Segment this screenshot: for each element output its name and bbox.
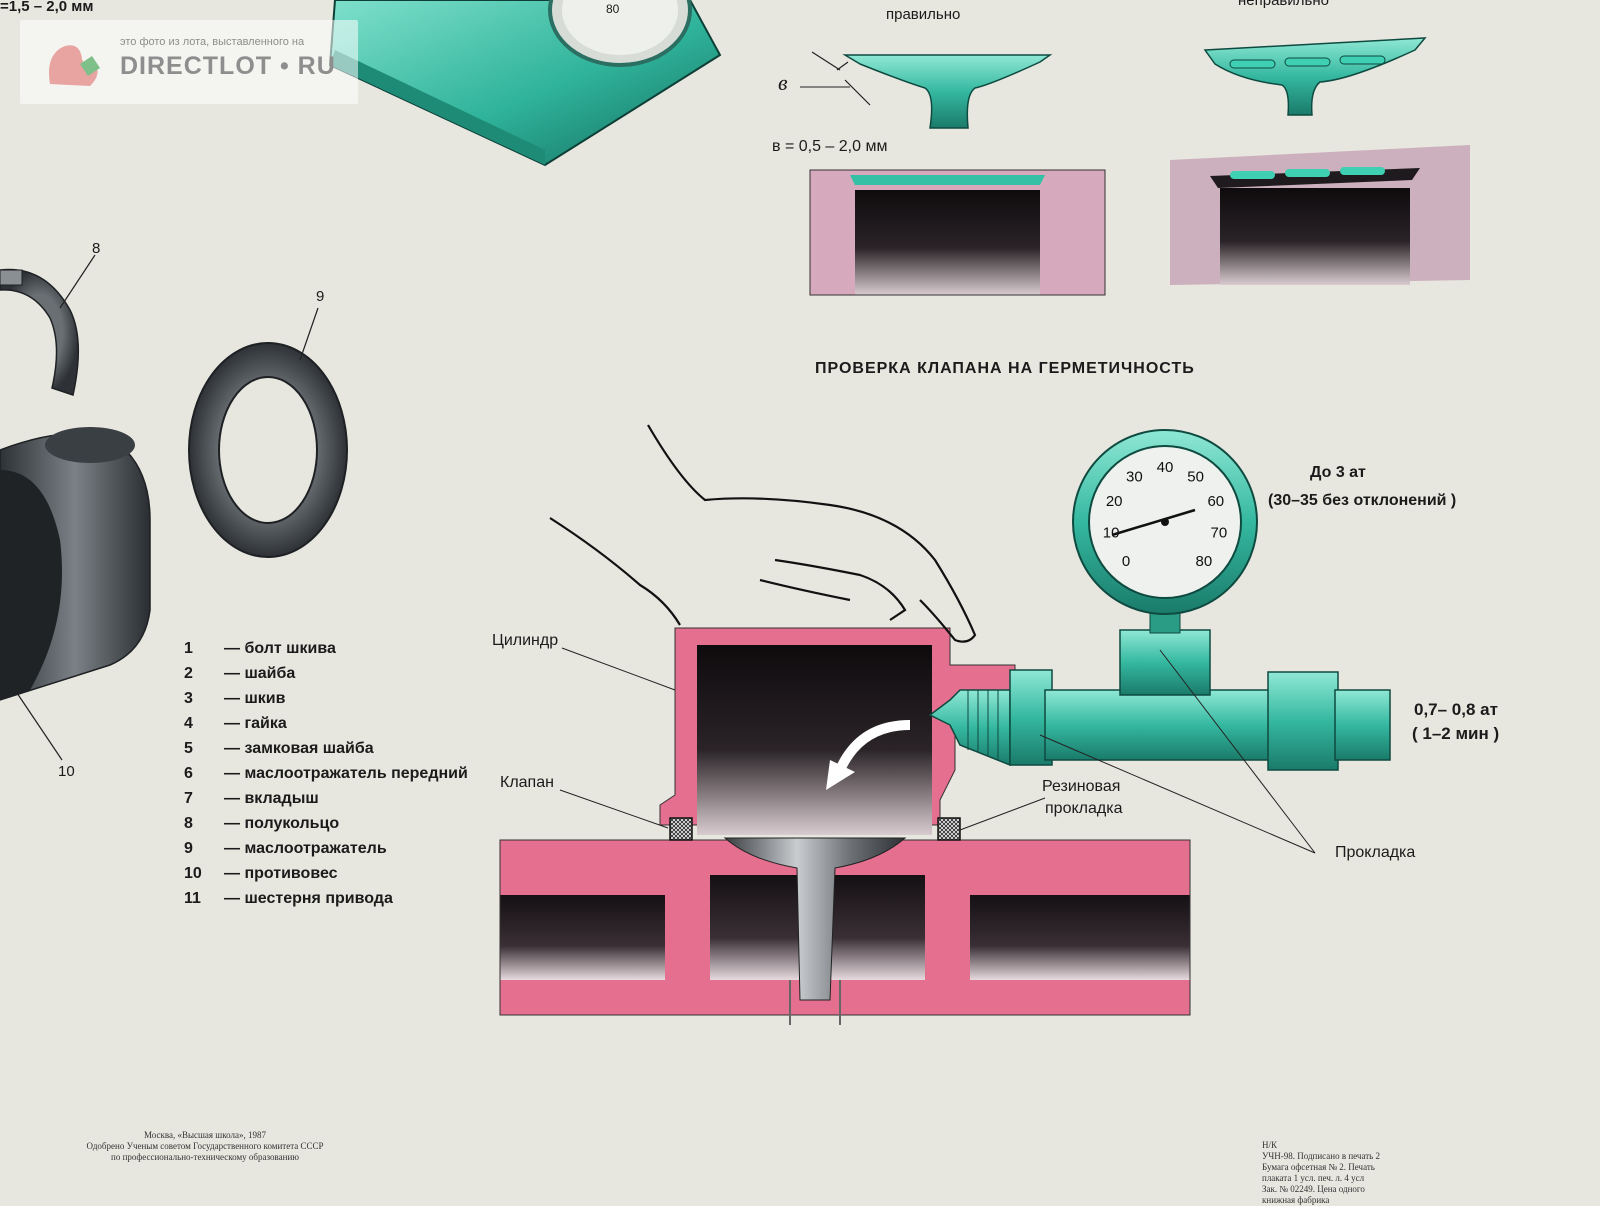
watermark: это фото из лота, выставленного на DIREC… <box>20 20 358 104</box>
callout-10: 10 <box>58 763 75 780</box>
gauge-dial-mark: 20 <box>1106 493 1123 510</box>
parts-legend: 1— болт шкива 2— шайба 3— шкив 4— гайка … <box>184 640 468 915</box>
correct-label: правильно <box>886 6 961 23</box>
half-ring-8-illustration <box>0 254 96 396</box>
legend-item: 11— шестерня привода <box>184 890 393 907</box>
legend-item: 1— болт шкива <box>184 640 336 657</box>
valve-seat-correct-illustration <box>809 169 1106 296</box>
legend-item: 9— маслоотражатель <box>184 840 387 857</box>
gauge-dial-mark: 40 <box>1157 459 1174 476</box>
imprint-right: Н/К УЧН-98. Подписано в печать 2 Бумага … <box>1262 1140 1380 1205</box>
legend-item: 2— шайба <box>184 665 296 682</box>
imprint-left: Москва, «Высшая школа», 1987 Одобрено Уч… <box>86 1130 324 1162</box>
gauge-dial-mark: 30 <box>1126 468 1143 485</box>
gauge-dial-mark: 60 <box>1207 493 1224 510</box>
legend-item: 10— противовес <box>184 865 338 882</box>
squirrel-logo-icon <box>49 45 100 86</box>
leak-test-title: ПРОВЕРКА КЛАПАНА НА ГЕРМЕТИЧНОСТЬ <box>815 360 1195 377</box>
gauge-note-2: (30–35 без отклонений ) <box>1268 492 1457 509</box>
incorrect-label: неправильно <box>1238 0 1329 9</box>
legend-item: 5— замковая шайба <box>184 740 374 757</box>
callout-8: 8 <box>92 240 101 257</box>
valve-correct-illustration <box>800 51 1053 129</box>
rubber-gasket-label-2: прокладка <box>1045 800 1123 817</box>
gauge-dial-mark: 80 <box>1196 553 1213 570</box>
oil-deflector-9-illustration <box>188 307 348 558</box>
legend-item: 6— маслоотражатель передний <box>184 765 468 782</box>
gauge-housing-illustration <box>328 0 722 167</box>
rubber-gasket-label-1: Резиновая <box>1042 778 1121 795</box>
watermark-note: это фото из лота, выставленного на <box>120 36 305 48</box>
leak-test-diagram <box>499 424 1391 1025</box>
seat-width-note: в = 0,5 – 2,0 мм <box>772 138 888 155</box>
gauge-dial-mark: 70 <box>1211 525 1228 542</box>
valve-seat-incorrect-illustration <box>1170 145 1470 285</box>
legend-item: 4— гайка <box>184 715 287 732</box>
supply-pressure-note-2: ( 1–2 мин ) <box>1412 724 1500 743</box>
valve-incorrect-illustration <box>1203 37 1427 116</box>
counterweight-10-illustration <box>0 427 151 761</box>
gauge-dial-mark: 50 <box>1187 468 1204 485</box>
gauge-dial-mark: 10 <box>1103 525 1120 542</box>
gauge-note-1: До 3 ат <box>1310 464 1366 481</box>
legend-item: 3— шкив <box>184 690 286 707</box>
top-gauge-mark: 80 <box>606 2 620 16</box>
callout-9: 9 <box>316 288 325 305</box>
width-symbol: в <box>778 70 788 95</box>
legend-item: 8— полукольцо <box>184 815 340 832</box>
top-left-dimension: =1,5 – 2,0 мм <box>0 0 94 15</box>
legend-item: 7— вкладыш <box>184 790 319 807</box>
valve-label: Клапан <box>500 774 554 791</box>
supply-pressure-note-1: 0,7– 0,8 ат <box>1414 700 1498 719</box>
gauge-dial-mark: 0 <box>1122 553 1130 570</box>
watermark-brand: DIRECTLOT • RU <box>120 52 336 80</box>
cylinder-label: Цилиндр <box>492 632 559 649</box>
gasket-label: Прокладка <box>1335 844 1416 861</box>
